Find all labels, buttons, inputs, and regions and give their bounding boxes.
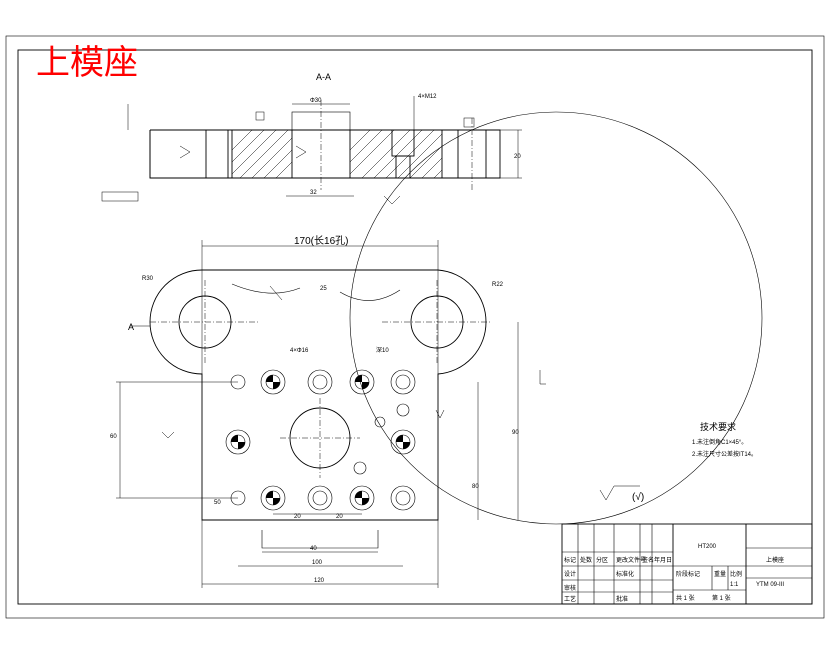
weight-label: 重量	[714, 570, 726, 578]
dim-width-top: 170(长16孔)	[294, 235, 348, 247]
title-overlay: 上模座	[36, 43, 138, 83]
inner-frame	[17, 49, 813, 605]
stage-label: 阶段标记	[676, 570, 700, 578]
hole-row-top	[230, 369, 416, 417]
section-label: A-A	[316, 72, 331, 82]
scale-label: 比例	[730, 570, 742, 578]
check-label: 审核	[564, 584, 576, 592]
dim-90: 90	[512, 430, 519, 436]
tech-requirements: 技术要求 1.未注倒角C1×45°。 2.未注尺寸公差按IT14。	[692, 421, 757, 458]
section-hatch-left	[231, 129, 293, 179]
part-name: 上模座	[766, 556, 784, 564]
plan-view: 170(长16孔) A	[110, 235, 546, 588]
approve-label: 批准	[616, 595, 628, 603]
mark-label: 标记	[564, 556, 576, 564]
sheets-total: 共 1 张	[676, 594, 695, 602]
hole-depth: 深10	[376, 346, 389, 354]
detail-circle	[349, 111, 763, 525]
hole-note-1: 4×Φ16	[290, 348, 309, 354]
doc-label: 更改文件号	[616, 556, 646, 564]
view-marker: A	[128, 322, 134, 332]
dim-width-bottom: 120	[314, 578, 325, 584]
dim-25: 25	[320, 286, 327, 292]
surface-finish: (√)	[599, 485, 644, 503]
tech-item-2: 2.未注尺寸公差按IT14。	[692, 450, 757, 458]
surface-finish-symbol: (√)	[632, 491, 644, 503]
hole-row-mid	[225, 416, 416, 475]
drawing-no: YTM 09-III	[756, 582, 784, 588]
dim-32: 32	[310, 190, 317, 196]
dim-section-w: Φ30	[310, 98, 322, 104]
dim-80: 80	[472, 484, 479, 490]
hole-note-2: 4×M12	[418, 94, 437, 100]
material: HT200	[698, 544, 717, 550]
dim-20b: 20	[336, 514, 343, 520]
std-label: 标准化	[616, 570, 634, 578]
scale-value: 1:1	[730, 582, 739, 588]
count-label: 处数	[580, 556, 592, 564]
zone-label: 分区	[596, 556, 608, 564]
design-label: 设计	[564, 570, 576, 578]
dim-section-h: 20	[514, 154, 521, 160]
title-block: HT200 上模座 YTM 09-III 阶段标记 重量 比例 1:1 共 1 …	[561, 523, 813, 605]
sign-label: 签名	[642, 556, 654, 564]
outer-frame	[5, 35, 825, 619]
dim-20a: 20	[294, 514, 301, 520]
dim-100: 100	[312, 560, 323, 566]
dim-60: 60	[110, 434, 117, 440]
dim-50: 50	[214, 500, 221, 506]
dim-r2: R22	[492, 282, 504, 288]
process-label: 工艺	[564, 595, 576, 603]
tech-title: 技术要求	[700, 421, 736, 432]
tech-item-1: 1.未注倒角C1×45°。	[692, 438, 747, 446]
date-label: 年月日	[654, 556, 672, 564]
section-view: A-A	[101, 72, 522, 205]
sheet-number: 第 1 张	[712, 594, 731, 602]
hole-row-bottom	[230, 485, 416, 511]
dim-r: R30	[142, 276, 154, 282]
dim-40: 40	[310, 546, 317, 552]
